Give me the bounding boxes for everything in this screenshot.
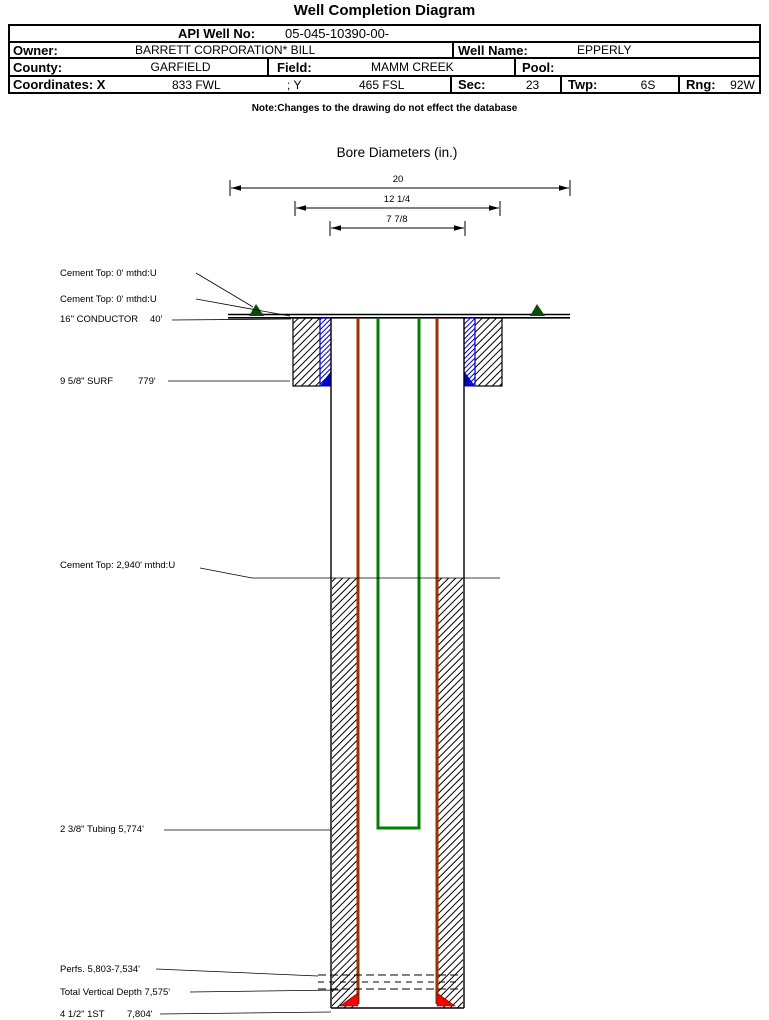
cement-top-production-leader (199, 567, 500, 579)
coordinates-y-value: 465 FSL (359, 77, 405, 92)
county-label: County: (13, 59, 63, 75)
coordinates-y-label-cell: ; Y (283, 77, 345, 92)
pool-label: Pool: (522, 59, 555, 75)
casing-shoe-right (436, 992, 456, 1007)
surface-casing-label: 9 5/8" SURF (60, 376, 113, 387)
county-value-cell: GARFIELD (94, 59, 267, 75)
cement-top-production-label: Cement Top: 2,940' mthd:U (60, 560, 175, 571)
cement-top-1-leader (195, 272, 254, 308)
owner-label-cell: Owner: (10, 42, 90, 58)
cement-top-marker-right (530, 304, 545, 316)
sec-label-cell: Sec: (450, 77, 505, 92)
field-label-cell: Field: (267, 59, 355, 75)
twp-value-cell: 6S (618, 77, 678, 92)
conductor-leader (171, 318, 292, 321)
county-row: County: GARFIELD Field: MAMM CREEK Pool: (10, 57, 759, 75)
casing-shoe-left (339, 992, 359, 1007)
rng-value-cell: 92W (726, 77, 759, 92)
dimension-20: 20 (229, 174, 571, 196)
dim-arrowhead (559, 185, 569, 191)
coordinates-y-cell: 465 FSL (345, 77, 450, 92)
database-note: Note:Changes to the drawing do not effec… (251, 103, 518, 114)
well-name-value-cell: EPPERLY (567, 43, 759, 57)
page-title: Well Completion Diagram (293, 2, 476, 19)
tubing-label: 2 3/8" Tubing 5,774' (60, 824, 144, 835)
dim-12-label: 12 1/4 (384, 194, 410, 205)
dimension-12-1-4: 12 1/4 (294, 194, 501, 216)
twp-label-cell: Twp: (560, 77, 618, 92)
perfs-label: Perfs. 5,803-7,534' (60, 964, 140, 975)
twp-value: 6S (640, 77, 656, 92)
coordinates-y-label: ; Y (287, 77, 302, 92)
rng-label-cell: Rng: (678, 77, 726, 92)
twp-label: Twp: (568, 77, 598, 92)
dim-7-label: 7 7/8 (386, 214, 407, 225)
cement-top-2-leader (195, 298, 291, 317)
well-info-table: API Well No: 05-045-10390-00- Owner: BAR… (8, 24, 761, 94)
dimension-7-7-8: 7 7/8 (329, 214, 466, 236)
owner-value-cell: BARRETT CORPORATION* BILL (90, 43, 452, 57)
cement-top-2-label: Cement Top: 0' mthd:U (60, 294, 157, 305)
field-label: Field: (277, 59, 312, 75)
sec-value: 23 (525, 77, 540, 92)
api-well-no-value: 05-045-10390-00- (285, 26, 390, 41)
county-label-cell: County: (10, 59, 94, 75)
well-name-label-cell: Well Name: (452, 42, 567, 58)
tubing-string (376, 318, 421, 830)
bore-diameters-title: Bore Diameters (in.) (337, 145, 458, 160)
conductor-cement-left (292, 317, 321, 387)
tvd-label: Total Vertical Depth 7,575' (60, 987, 170, 998)
dim-arrowhead (296, 205, 306, 211)
production-casing-leader (159, 1011, 332, 1015)
sec-label: Sec: (458, 77, 486, 92)
owner-label: Owner: (13, 42, 58, 58)
field-value: MAMM CREEK (371, 60, 454, 74)
pool-label-cell: Pool: (514, 59, 759, 75)
conductor-cement-right (474, 317, 503, 387)
coordinates-row: Coordinates: X 833 FWL ; Y 465 FSL Sec: … (10, 75, 759, 92)
perfs-leader (155, 968, 319, 977)
field-value-cell: MAMM CREEK (355, 59, 514, 75)
rng-label: Rng: (686, 77, 716, 92)
rng-value: 92W (730, 77, 755, 92)
dim-arrowhead (331, 225, 341, 231)
api-row: API Well No: 05-045-10390-00- (10, 26, 759, 41)
well-name-value: EPPERLY (577, 43, 632, 57)
well-name-label: Well Name: (458, 42, 528, 58)
dim-arrowhead (231, 185, 241, 191)
coordinates-label: Coordinates: X (13, 77, 106, 92)
coordinates-x-value: 833 FWL (172, 77, 221, 92)
owner-value: BARRETT CORPORATION* BILL (135, 43, 316, 57)
county-value: GARFIELD (150, 60, 211, 74)
conductor-shoe-left (320, 371, 331, 386)
dim-arrowhead (489, 205, 499, 211)
production-cement-right (438, 578, 463, 1008)
conductor-shoe-right (464, 371, 475, 386)
coordinates-label-cell: Coordinates: X (10, 77, 158, 92)
dim-arrowhead (454, 225, 464, 231)
tvd-leader (189, 989, 341, 993)
dim-20-label: 20 (393, 174, 404, 185)
surface-casing-depth: 779' (138, 376, 156, 387)
cement-top-1-label: Cement Top: 0' mthd:U (60, 268, 157, 279)
production-casing-depth: 7,804' (127, 1009, 153, 1020)
production-cement-left (332, 578, 357, 1008)
coordinates-x-cell: 833 FWL (158, 77, 283, 92)
conductor-label: 16" CONDUCTOR (60, 314, 138, 325)
production-casing-label: 4 1/2" 1ST (60, 1009, 105, 1020)
conductor-depth: 40' (150, 314, 163, 325)
api-well-no-label: API Well No: (178, 26, 256, 41)
sec-value-cell: 23 (505, 77, 560, 92)
owner-row: Owner: BARRETT CORPORATION* BILL Well Na… (10, 41, 759, 58)
